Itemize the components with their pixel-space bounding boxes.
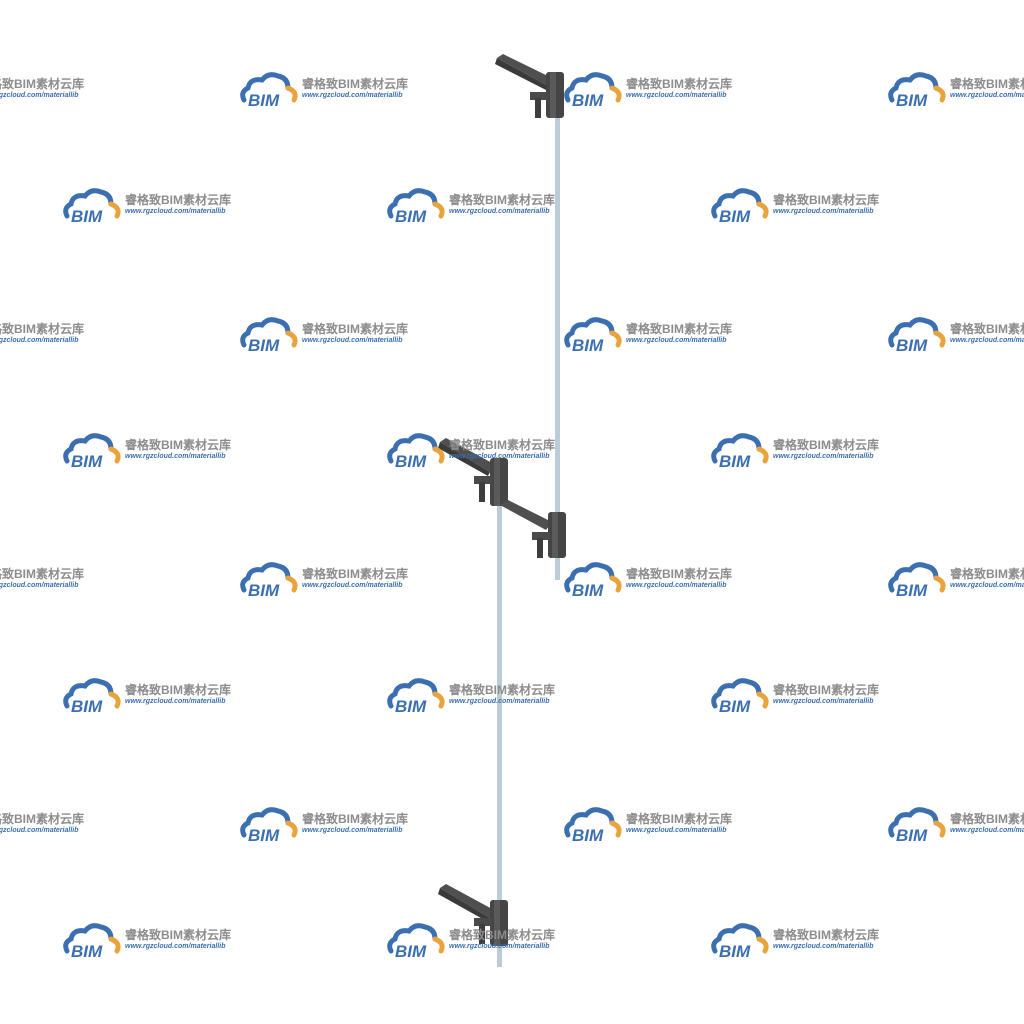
fitting-bottom — [438, 884, 508, 946]
riser-pipes — [497, 110, 560, 967]
upper-riser-pipe — [555, 110, 560, 580]
fitting-top — [495, 54, 564, 118]
fitting-middle-lower — [532, 512, 566, 558]
fitting-middle-upper — [438, 438, 552, 530]
lower-riser-pipe — [497, 505, 502, 967]
